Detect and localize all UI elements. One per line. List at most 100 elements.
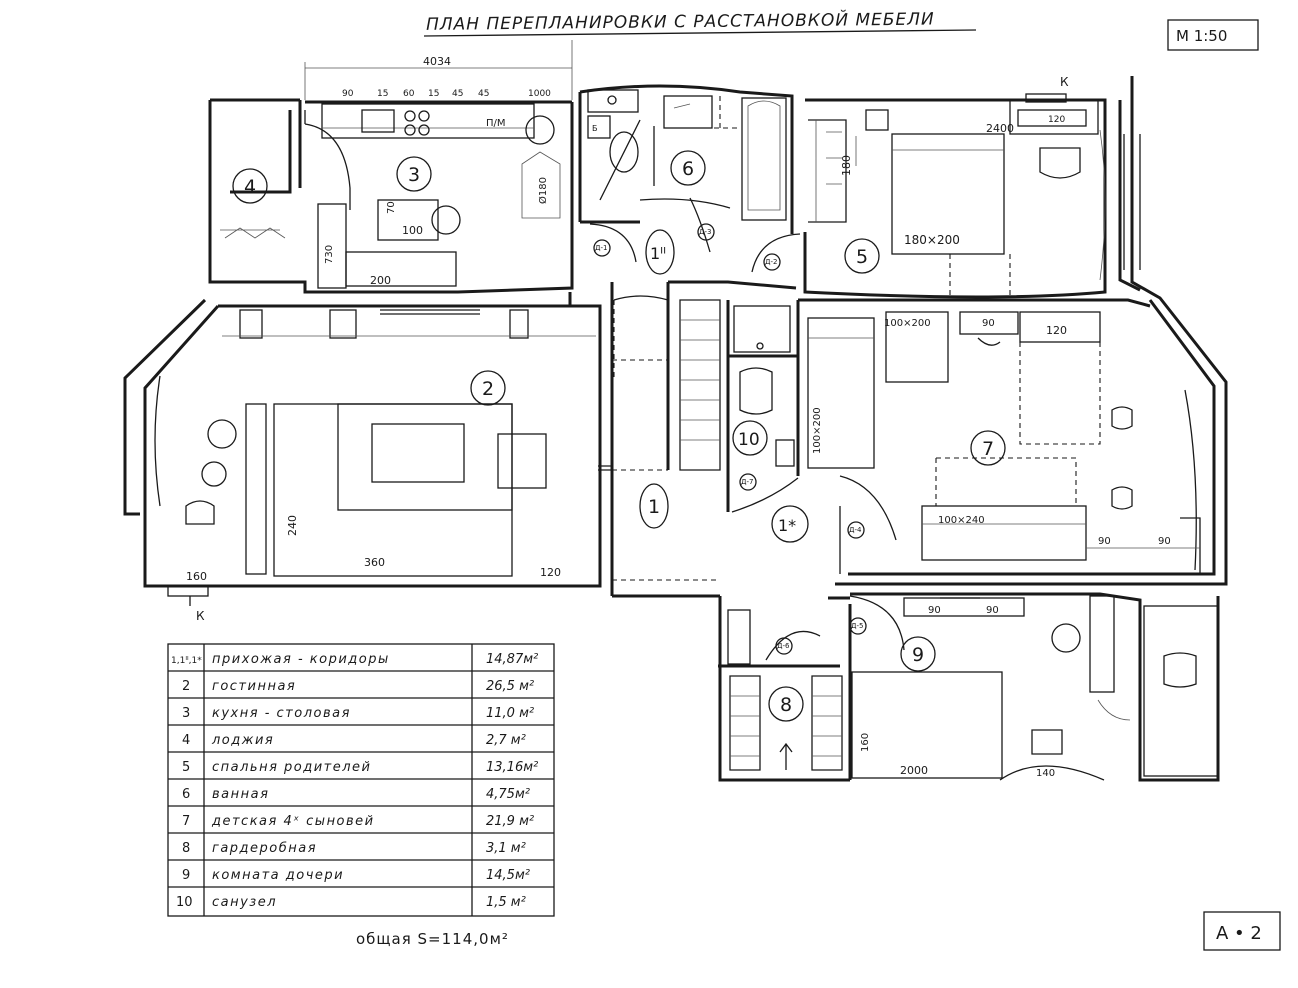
legend-area: 26,5 м² <box>486 679 534 694</box>
legend-name: комната дочери <box>212 868 344 883</box>
room-num-10: 10 <box>738 430 760 450</box>
dim-room7-desk-top: 90 <box>982 318 995 329</box>
dim-living-depth: 240 <box>286 515 299 536</box>
door-marks: Д-1 Д-2 Д-3 Д-4 Д-5 Д-6 Д-7 <box>589 223 867 655</box>
sheet-code-box <box>1203 911 1281 951</box>
legend-num: 6 <box>182 787 190 802</box>
toilet-room-10 <box>731 305 799 513</box>
overall-dimension: 4034 <box>304 40 573 100</box>
room-marker-1: 1 <box>639 483 669 529</box>
door-d7: Д-7 <box>739 473 757 491</box>
legend-num: 10 <box>176 895 193 910</box>
door-d3: Д-3 <box>697 223 715 241</box>
legend-name: санузел <box>212 895 277 910</box>
legend-row: 6 ванная 4,75м² <box>182 787 530 802</box>
bathroom-room-6: Б <box>587 89 787 253</box>
dim-room7-gap2: 90 <box>1158 536 1171 547</box>
dim-room7-bed-bottom: 100×240 <box>938 515 985 526</box>
room-marker-1-ii: 1ᴵᴵ <box>645 229 675 275</box>
legend-area: 21,9 м² <box>486 814 534 829</box>
legend-area: 13,16м² <box>486 760 538 775</box>
room-marker-5: 5 <box>844 238 880 274</box>
legend-name: детская 4ˣ сыновей <box>211 814 375 829</box>
radiator-k1: К <box>1060 75 1069 89</box>
legend-row: 3 кухня - столовая 11,0 м² <box>182 706 534 721</box>
legend-num: 4 <box>182 733 190 748</box>
room-num-9: 9 <box>912 644 924 666</box>
dim-k4: 15 <box>428 89 439 99</box>
dim-living-left: 160 <box>186 570 207 583</box>
bath-b: Б <box>592 124 598 133</box>
room-num-1-ii: 1ᴵᴵ <box>650 244 666 263</box>
children-room-7: 100×200 90 120 100×200 100×240 90 90 <box>807 311 1201 574</box>
dim-room5-bed: 180×200 <box>904 233 960 247</box>
corridor-room-1 <box>598 295 721 581</box>
sheet-code: А • 2 <box>1216 923 1262 944</box>
legend-name: лоджия <box>211 733 274 748</box>
dim-k1: 90 <box>342 89 354 99</box>
legend-name: кухня - столовая <box>212 706 351 721</box>
legend-num: 1,1ᴵᴵ,1* <box>171 656 202 666</box>
legend-area: 3,1 м² <box>486 841 526 856</box>
room-marker-6: 6 <box>670 150 706 186</box>
daughter-room-9: 90 90 160 2000 140 <box>849 595 1219 781</box>
door-d5: Д-5 <box>849 617 867 635</box>
door-d4: Д-4 <box>847 521 865 539</box>
dim-k5: 45 <box>452 89 463 99</box>
dim-room9-length: 2000 <box>900 764 928 777</box>
legend-num: 5 <box>182 760 190 775</box>
door-d6: Д-6 <box>775 637 793 655</box>
legend-name: спальня родителей <box>212 760 372 775</box>
legend-row: 2 гостинная 26,5 м² <box>182 679 534 694</box>
dim-living-right: 120 <box>540 566 561 579</box>
dim-room9-desk1: 90 <box>928 605 941 616</box>
room-marker-4: 4 <box>244 176 256 198</box>
legend-row: 5 спальня родителей 13,16м² <box>182 760 538 775</box>
room-num-7: 7 <box>982 438 994 460</box>
room-num-5: 5 <box>856 246 868 268</box>
loggia-room-4 <box>220 168 286 239</box>
dim-k6: 45 <box>478 89 489 99</box>
room-marker-10: 10 <box>732 420 768 456</box>
dim-room9-bed: 140 <box>1036 768 1055 779</box>
door-d1: Д-1 <box>589 223 637 263</box>
door-d2-label: Д-2 <box>765 258 777 266</box>
dim-k2: 15 <box>377 89 388 99</box>
legend-area: 4,75м² <box>486 787 530 802</box>
dim-room7-desk-right: 120 <box>1046 324 1067 337</box>
dim-kitchen-table-depth: 70 <box>386 201 397 214</box>
kitchen-room-3: П/М Ø180 100 70 730 200 <box>304 103 561 289</box>
kitchen-top-dimensions: 90 15 60 15 45 45 1000 <box>342 89 551 99</box>
dim-k3: 60 <box>403 89 415 99</box>
room-marker-9: 9 <box>900 636 936 672</box>
legend-row: 4 лоджия 2,7 м² <box>182 733 526 748</box>
dim-k7: 1000 <box>528 89 551 99</box>
legend-row: 10 санузел 1,5 м² <box>176 895 526 910</box>
legend-area: 11,0 м² <box>486 706 534 721</box>
room-num-8: 8 <box>780 694 792 716</box>
room-num-1-star: 1* <box>778 516 796 535</box>
door-d7-label: Д-7 <box>741 478 753 486</box>
room-markers: 1 1ᴵᴵ 1* 2 3 4 5 6 7 <box>244 150 1006 722</box>
radiator-k2: К <box>196 609 205 623</box>
room-marker-2: 2 <box>470 370 506 406</box>
legend-name: прихожая - коридоры <box>212 652 390 667</box>
room-num-3: 3 <box>408 164 420 186</box>
living-room-2: К 240 360 120 160 <box>167 309 596 623</box>
door-d4-label: Д-4 <box>849 526 862 534</box>
scale-box <box>1167 19 1259 51</box>
room-num-2: 2 <box>482 378 494 400</box>
room-num-4: 4 <box>244 176 256 198</box>
room-marker-3: 3 <box>396 156 432 192</box>
dim-overall: 4034 <box>423 55 451 68</box>
door-d1-label: Д-1 <box>595 244 607 252</box>
legend-name: ванная <box>212 787 269 802</box>
legend-num: 8 <box>182 841 190 856</box>
windows <box>154 110 1197 571</box>
room-marker-1-star: 1* <box>771 505 809 543</box>
exterior-walls <box>123 76 1228 782</box>
legend-row: 1,1ᴵᴵ,1* прихожая - коридоры 14,87м² <box>171 652 538 667</box>
total-area: общая S=114,0м² <box>356 930 509 948</box>
